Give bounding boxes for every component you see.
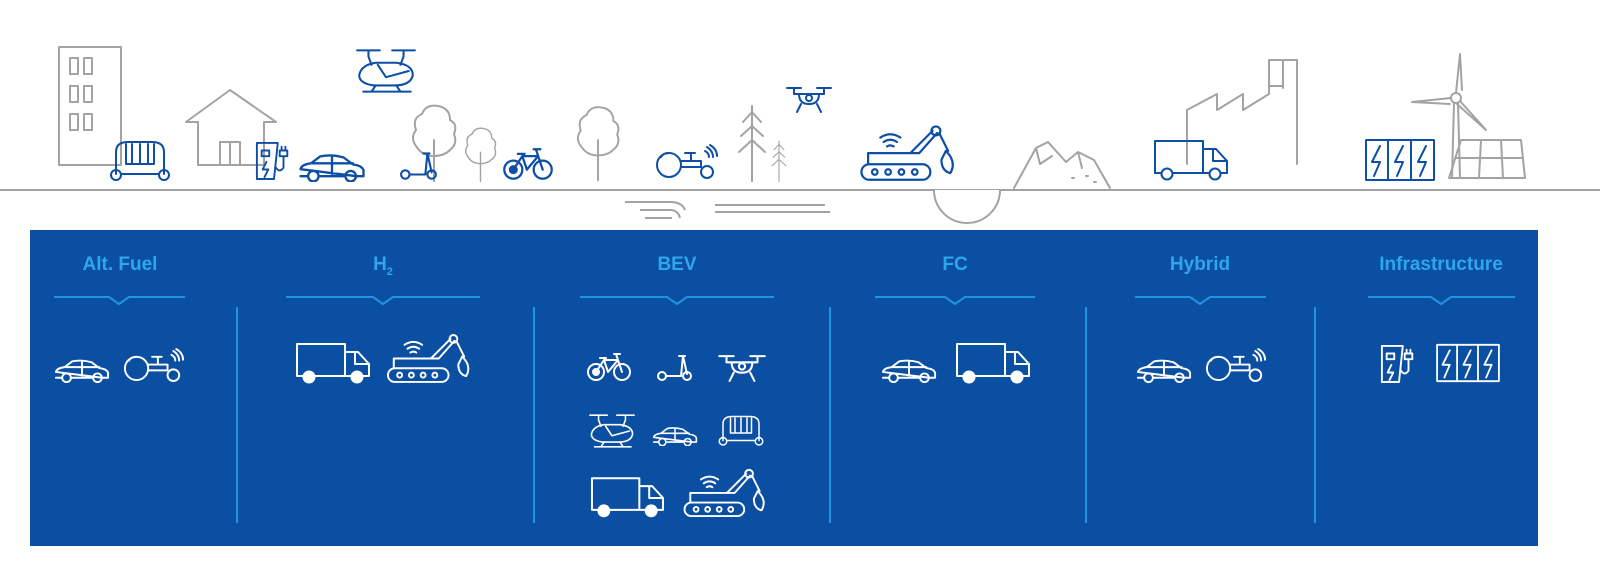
column-divider	[1314, 307, 1316, 523]
powertrain-panel	[30, 230, 1538, 546]
truck-icon	[590, 476, 665, 518]
scooter-icon	[657, 352, 693, 382]
car-icon	[297, 154, 367, 182]
heading-h2-sub: 2	[386, 265, 393, 278]
truck-icon	[1153, 138, 1229, 182]
solar-panel-icon	[1447, 138, 1527, 180]
charging-station-icon	[1380, 342, 1418, 384]
battery-icon	[1363, 138, 1437, 182]
car-icon	[1135, 359, 1193, 383]
chevron-underline	[1135, 296, 1266, 306]
chevron-underline	[1368, 296, 1515, 306]
chevron-underline	[54, 296, 185, 306]
column-divider	[236, 307, 238, 523]
air-taxi-icon	[586, 412, 638, 450]
column-divider	[1085, 307, 1087, 523]
tree-icon	[463, 127, 498, 182]
excavator-icon	[856, 122, 958, 182]
shuttle-icon	[108, 138, 172, 182]
charging-station-icon	[255, 138, 293, 182]
drone-icon	[717, 352, 767, 383]
heading-fc: FC	[942, 254, 968, 275]
scooter-icon	[400, 148, 438, 182]
heading-alt-fuel: Alt. Fuel	[82, 254, 158, 275]
mountain-icon	[1012, 138, 1112, 190]
pine-tree-icon	[766, 140, 792, 182]
column-divider	[829, 307, 831, 523]
column-divider	[533, 307, 535, 523]
bike-icon	[586, 352, 632, 382]
water-lines	[625, 201, 830, 219]
bike-icon	[502, 146, 554, 182]
tractor-icon	[655, 142, 719, 182]
tractor-icon	[123, 348, 185, 383]
heading-h2-main: H	[373, 254, 387, 275]
car-icon	[880, 359, 938, 383]
drone-icon	[782, 84, 836, 114]
air-taxi-icon	[353, 46, 419, 96]
excavator-icon	[679, 466, 769, 518]
ground-line	[0, 189, 1600, 191]
truck-icon	[295, 342, 371, 384]
tree-icon	[575, 104, 621, 182]
heading-bev: BEV	[657, 254, 697, 275]
car-icon	[53, 359, 111, 383]
chevron-underline	[875, 296, 1035, 306]
shuttle-icon	[717, 413, 765, 447]
truck-icon	[955, 342, 1031, 384]
tractor-icon	[1205, 348, 1267, 383]
heading-hybrid: Hybrid	[1169, 254, 1231, 275]
road-ditch	[928, 189, 1008, 224]
chevron-underline	[286, 296, 480, 306]
chevron-underline	[580, 296, 774, 306]
heading-infrastructure: Infrastructure	[1379, 254, 1503, 275]
heading-h2: H2	[373, 254, 393, 278]
car-icon	[651, 427, 699, 446]
pine-tree-icon	[737, 104, 767, 182]
excavator-icon	[384, 331, 472, 384]
battery-icon	[1434, 343, 1502, 383]
